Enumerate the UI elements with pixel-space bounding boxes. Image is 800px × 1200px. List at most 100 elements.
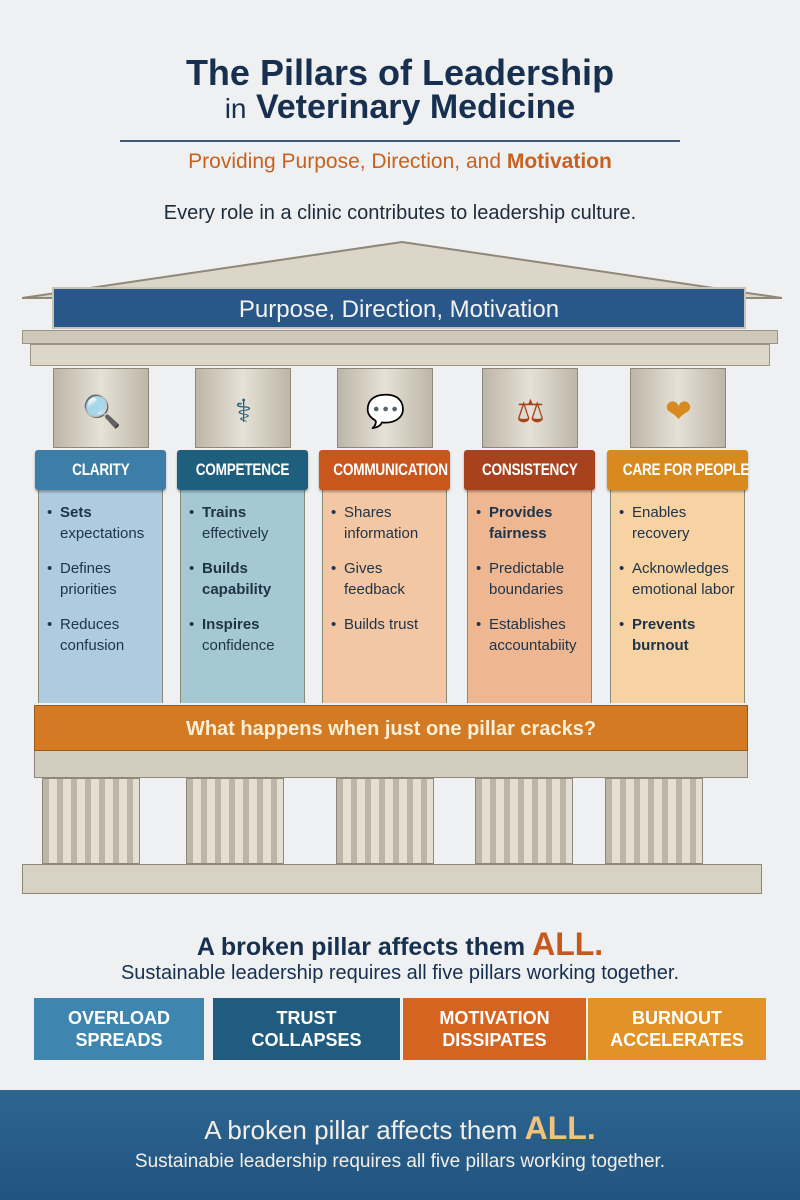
- bullet-text: Predictable boundaries: [489, 560, 565, 598]
- entablature: [22, 330, 778, 344]
- bullet-text: Reduces confusion: [60, 616, 125, 654]
- pillar-bullets: Provides fairness Predictable boundaries…: [476, 502, 589, 656]
- bullet-bold: Provides fairness: [489, 504, 553, 542]
- pillar-bullets: Trains effectivelyBuilds capability Insp…: [189, 502, 302, 656]
- title-line-1: The Pillars of Leadership: [185, 52, 615, 93]
- bullet-text: Builds trust: [344, 616, 419, 633]
- summary-all: ALL.: [532, 926, 604, 962]
- bullet-text: Gives feedback: [344, 560, 405, 598]
- pillar-bullet: Acknowledges emotional labor: [619, 558, 742, 600]
- pediment-banner: Purpose, Direction, Motivation: [52, 287, 746, 329]
- pillar-capital: 🔍: [52, 368, 149, 448]
- effect-line-2: ACCELERATES: [610, 1030, 744, 1050]
- pillar-bullet: Enables recovery: [619, 502, 742, 544]
- bullet-bold: Builds capability: [202, 560, 272, 598]
- pillar-bullet: Inspires confidence: [189, 614, 302, 656]
- pillar-bullet: Sets expectations: [47, 502, 160, 544]
- lower-column: [475, 778, 573, 864]
- bullet-text: Enables recovery: [632, 504, 690, 542]
- pillar-bullet: Reduces confusion: [47, 614, 160, 656]
- title-main: Veterinary Medicine: [255, 88, 576, 126]
- subtitle-emphasis: Motivation: [506, 150, 612, 173]
- footer-subtext: Sustainabie leadership requires all five…: [134, 1151, 666, 1172]
- pillar-bullets: Enables recoveryAcknowledges emotional l…: [619, 502, 742, 656]
- bullet-text: Defines priorities: [60, 560, 117, 598]
- pillar-body: Trains effectivelyBuilds capability Insp…: [180, 488, 305, 703]
- effect-line-1: TRUST: [276, 1008, 337, 1028]
- bullet-text: Shares information: [344, 504, 419, 542]
- pillar-bullet: Establishes accountabiity: [476, 614, 589, 656]
- effect-line-2: COLLAPSES: [251, 1030, 362, 1050]
- subtitle: Providing Purpose, Direction, and Motiva…: [0, 150, 800, 174]
- lower-column: [605, 778, 703, 864]
- lower-column: [336, 778, 434, 864]
- pillar-body: Enables recoveryAcknowledges emotional l…: [610, 488, 745, 703]
- temple-base: [22, 864, 762, 894]
- title-prefix: in: [224, 93, 247, 124]
- pillar-header: CARE FOR PEOPLE: [607, 450, 750, 490]
- title-line-2: in Veterinary Medicine: [0, 88, 800, 127]
- lower-column: [186, 778, 284, 864]
- subtitle-text: Providing Purpose, Direction, and: [188, 150, 501, 173]
- pillar-body: Provides fairness Predictable boundaries…: [467, 488, 592, 703]
- pillar-bullet: Trains effectively: [189, 502, 302, 544]
- bullet-bold: Sets: [60, 504, 92, 521]
- lower-column: [42, 778, 140, 864]
- tagline: Every role in a clinic contributes to le…: [163, 202, 637, 224]
- pillar-header-text: CARE FOR PEOPLE: [622, 460, 750, 479]
- pillar-header-text: COMPETENCE: [195, 460, 290, 479]
- pillar-header: COMPETENCE: [177, 450, 308, 490]
- speech-bubble-icon: 💬: [365, 393, 406, 429]
- bullet-text: Acknowledges emotional labor: [632, 560, 735, 598]
- bullet-text: effectively: [202, 525, 269, 542]
- pillar-header: CLARITY: [35, 450, 166, 490]
- pillar-capital: ⚖: [481, 368, 578, 448]
- caduceus-icon: ⚕: [234, 393, 253, 429]
- pillar-capital: ❤: [629, 368, 726, 448]
- pillar-bullet: Defines priorities: [47, 558, 160, 600]
- pillar-bullet: Shares information: [331, 502, 444, 544]
- pillar-header-text: COMMUNICATION: [333, 460, 448, 479]
- pillar-bullet: Builds trust: [331, 614, 444, 635]
- pillar-capital: ⚕: [194, 368, 291, 448]
- scales-icon: ⚖: [516, 393, 545, 429]
- pillar-bullet: Provides fairness: [476, 502, 589, 544]
- bullet-text: confidence: [202, 637, 275, 654]
- pillar-header: CONSISTENCY: [464, 450, 595, 490]
- pillar-bullet: Gives feedback: [331, 558, 444, 600]
- summary-subtext: Sustainable leadership requires all five…: [120, 962, 680, 984]
- bullet-text: expectations: [60, 525, 145, 542]
- effect-line-2: DISSIPATES: [442, 1030, 547, 1050]
- footer-heading: A broken pillar affects them ALL.: [0, 1090, 800, 1147]
- bullet-bold: Trains: [202, 504, 247, 521]
- effect-line-1: MOTIVATION: [439, 1008, 550, 1028]
- bullet-text: Establishes accountabiity: [489, 616, 577, 654]
- footer-text: A broken pillar affects them: [204, 1115, 518, 1145]
- pillar-bullet: Builds capability: [189, 558, 302, 600]
- stylobate-stone: [34, 748, 748, 778]
- pillar-bullets: Sets expectationsDefines prioritiesReduc…: [47, 502, 160, 656]
- bullet-bold: Prevents burnout: [632, 616, 696, 654]
- effect-line-1: OVERLOAD: [67, 1008, 170, 1028]
- footer-band: A broken pillar affects them ALL. Sustai…: [0, 1090, 800, 1200]
- footer-all: ALL.: [524, 1110, 596, 1146]
- entablature-lower: [30, 344, 770, 366]
- pillar-header-text: CONSISTENCY: [481, 460, 578, 479]
- title-divider: [120, 140, 680, 142]
- pillar-bullet: Prevents burnout: [619, 614, 742, 656]
- pillar-header: COMMUNICATION: [319, 450, 450, 490]
- bullet-bold: Inspires: [202, 616, 260, 633]
- summary-text: A broken pillar affects them: [196, 933, 526, 961]
- magnifier-icon: 🔍: [81, 393, 122, 429]
- pillar-header-text: CLARITY: [71, 460, 130, 479]
- summary-heading: A broken pillar affects them ALL.: [0, 926, 800, 963]
- pillar-body: Sets expectationsDefines prioritiesReduc…: [38, 488, 163, 703]
- pillar-bullet: Predictable boundaries: [476, 558, 589, 600]
- pillar-body: Shares informationGives feedbackBuilds t…: [322, 488, 447, 703]
- pillar-capital: 💬: [336, 368, 433, 448]
- heart-icon: ❤: [665, 393, 692, 429]
